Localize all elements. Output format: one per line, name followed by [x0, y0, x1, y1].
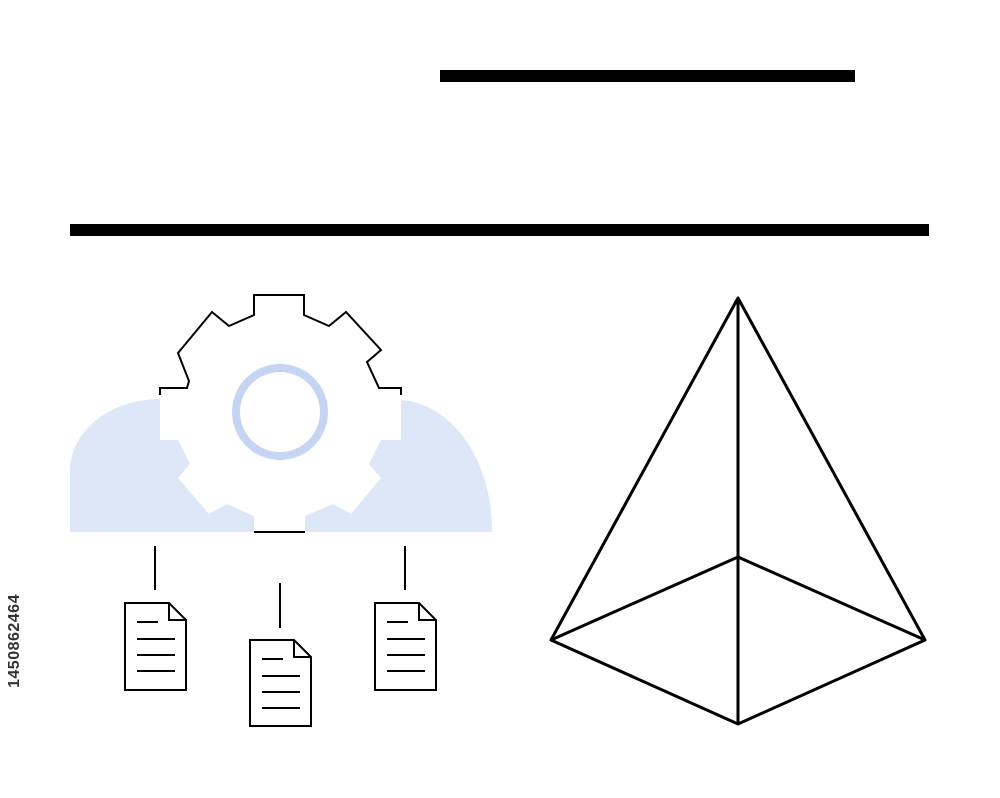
document-icon	[374, 602, 437, 691]
gear-center-ring	[232, 364, 328, 460]
gear-outline-top	[159, 294, 402, 395]
document-icon	[249, 639, 312, 727]
gear-icon	[160, 295, 401, 532]
document-icon	[124, 602, 187, 691]
heading-bar-long	[70, 224, 929, 236]
stock-id-watermark: 1450862464	[6, 594, 23, 688]
cloud-gear-group	[70, 294, 493, 533]
heading-bar-short	[440, 70, 855, 82]
pyramid-icon	[549, 296, 927, 726]
